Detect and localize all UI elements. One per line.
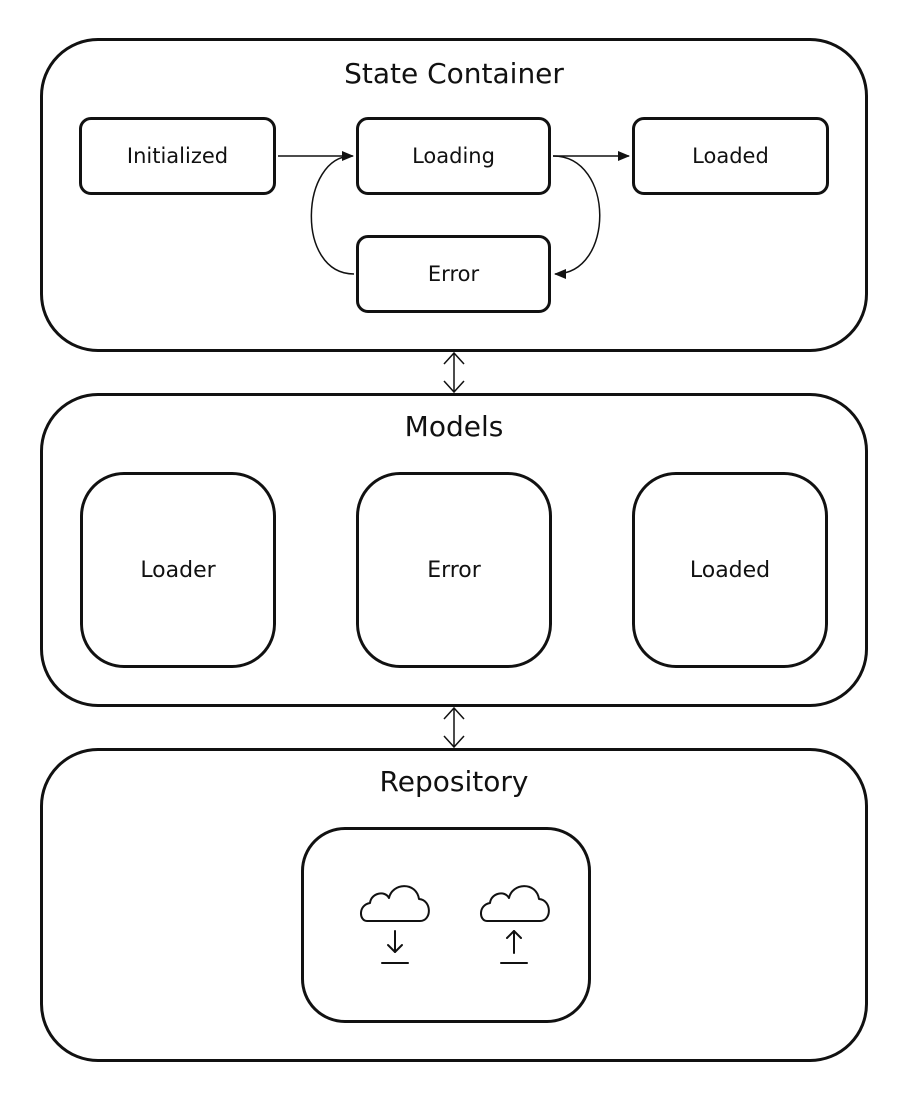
models-title: Models — [404, 410, 504, 443]
node-initialized: Initialized — [79, 117, 276, 195]
cloud-download-icon — [360, 885, 430, 964]
model-error: Error — [356, 472, 552, 668]
repository-inner-box — [301, 827, 591, 1023]
repository-title: Repository — [379, 765, 529, 798]
arrow-error-to-loading — [310, 155, 355, 275]
model-loaded: Loaded — [632, 472, 828, 668]
node-loaded: Loaded — [632, 117, 829, 195]
arrow-loading-to-error — [552, 155, 601, 279]
bidirectional-arrow-models-repository — [443, 706, 465, 749]
cloud-upload-icon — [480, 885, 550, 964]
node-loading: Loading — [356, 117, 551, 195]
node-error: Error — [356, 235, 551, 313]
bidirectional-arrow-state-models — [443, 351, 465, 394]
state-container-title: State Container — [344, 57, 564, 90]
model-loader: Loader — [80, 472, 276, 668]
